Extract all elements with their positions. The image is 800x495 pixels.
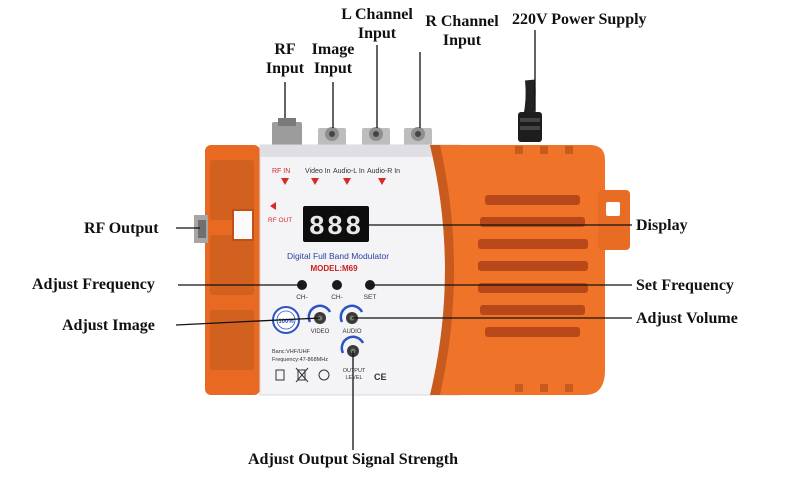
product-name: Digital Full Band Modulator	[287, 251, 389, 261]
rf-out-label: RF OUT	[268, 217, 292, 224]
callout-rf-output: RF Output	[84, 220, 159, 237]
callout-image-input: Image Input	[290, 40, 376, 78]
callout-set-frequency: Set Frequency	[636, 277, 734, 294]
callout-adjust-image: Adjust Image	[62, 317, 155, 334]
device-right-housing	[430, 145, 630, 395]
callout-r-channel-line1: R Channel	[425, 13, 499, 30]
video-knob-label: VIDEO	[311, 329, 330, 335]
front-panel	[259, 144, 461, 396]
port-label-audio-l-in: Audio-L In	[333, 168, 365, 175]
port-label-video-in: Video In	[305, 168, 331, 175]
callout-l-channel-line1: L Channel	[341, 6, 413, 23]
port-labels: RF IN Video In Audio-L In Audio-R In RF …	[268, 168, 400, 224]
callout-r-channel-line2: Input	[442, 32, 482, 49]
top-jacks	[272, 118, 432, 148]
power-cable	[518, 79, 542, 142]
callout-rf-input-line1: RF	[274, 41, 296, 58]
model-label: MODEL:M69	[310, 264, 358, 273]
callout-power-supply: 220V Power Supply	[512, 11, 647, 28]
check-mark-icon	[318, 369, 330, 381]
callout-rf-input: RF Input	[242, 40, 328, 78]
certification-icons: CE	[275, 367, 387, 383]
callout-display: Display	[636, 217, 688, 234]
audio-knob-label: AUDIO	[342, 329, 361, 335]
housing-notches	[515, 146, 573, 392]
ch-up-button[interactable]	[332, 280, 342, 290]
audio-r-input-jack	[404, 127, 432, 148]
audio-l-input-jack	[362, 127, 390, 148]
leader-adjust-image	[175, 317, 321, 326]
output-level-label-line2: LEVEL	[345, 375, 362, 381]
ce-mark: CE	[374, 372, 387, 382]
video-input-jack	[318, 127, 346, 148]
display-digits: 888	[309, 213, 364, 243]
callout-l-channel-line2: Input	[357, 25, 397, 42]
ch-down-label: CH-	[296, 294, 308, 301]
recycle-icon	[275, 369, 285, 381]
device-left-side	[205, 145, 260, 395]
callout-image-input-line2: Input	[313, 60, 353, 77]
seven-segment-display: 888	[303, 206, 369, 243]
callout-image-input-line1: Image	[311, 41, 355, 58]
output-level-label-line1: OUTPUT	[343, 368, 366, 374]
callout-adjust-frequency: Adjust Frequency	[32, 276, 155, 293]
port-label-audio-r-in: Audio-R In	[367, 168, 400, 175]
weee-bin-icon	[295, 367, 309, 383]
callout-l-channel-input: L Channel Input	[322, 5, 432, 43]
callout-rf-input-line2: Input	[265, 60, 305, 77]
callout-adjust-volume: Adjust Volume	[636, 310, 738, 327]
callout-adjust-output-signal-strength: Adjust Output Signal Strength	[248, 451, 458, 468]
band-text: Banc:VHF/UHF	[272, 349, 311, 355]
callout-r-channel-input: R Channel Input	[407, 12, 517, 50]
rf-output-connector	[194, 215, 208, 243]
leader-lines	[175, 30, 632, 450]
control-buttons: CH- CH- SET	[296, 280, 376, 301]
quality-seal-text: 100%	[278, 319, 294, 325]
rf-input-jack	[272, 118, 302, 148]
set-label: SET	[364, 294, 377, 301]
port-label-rf-in: RF IN	[272, 168, 290, 175]
frequency-text: Frequency:47-868MHz	[272, 357, 328, 363]
ch-up-label: CH-	[331, 294, 343, 301]
